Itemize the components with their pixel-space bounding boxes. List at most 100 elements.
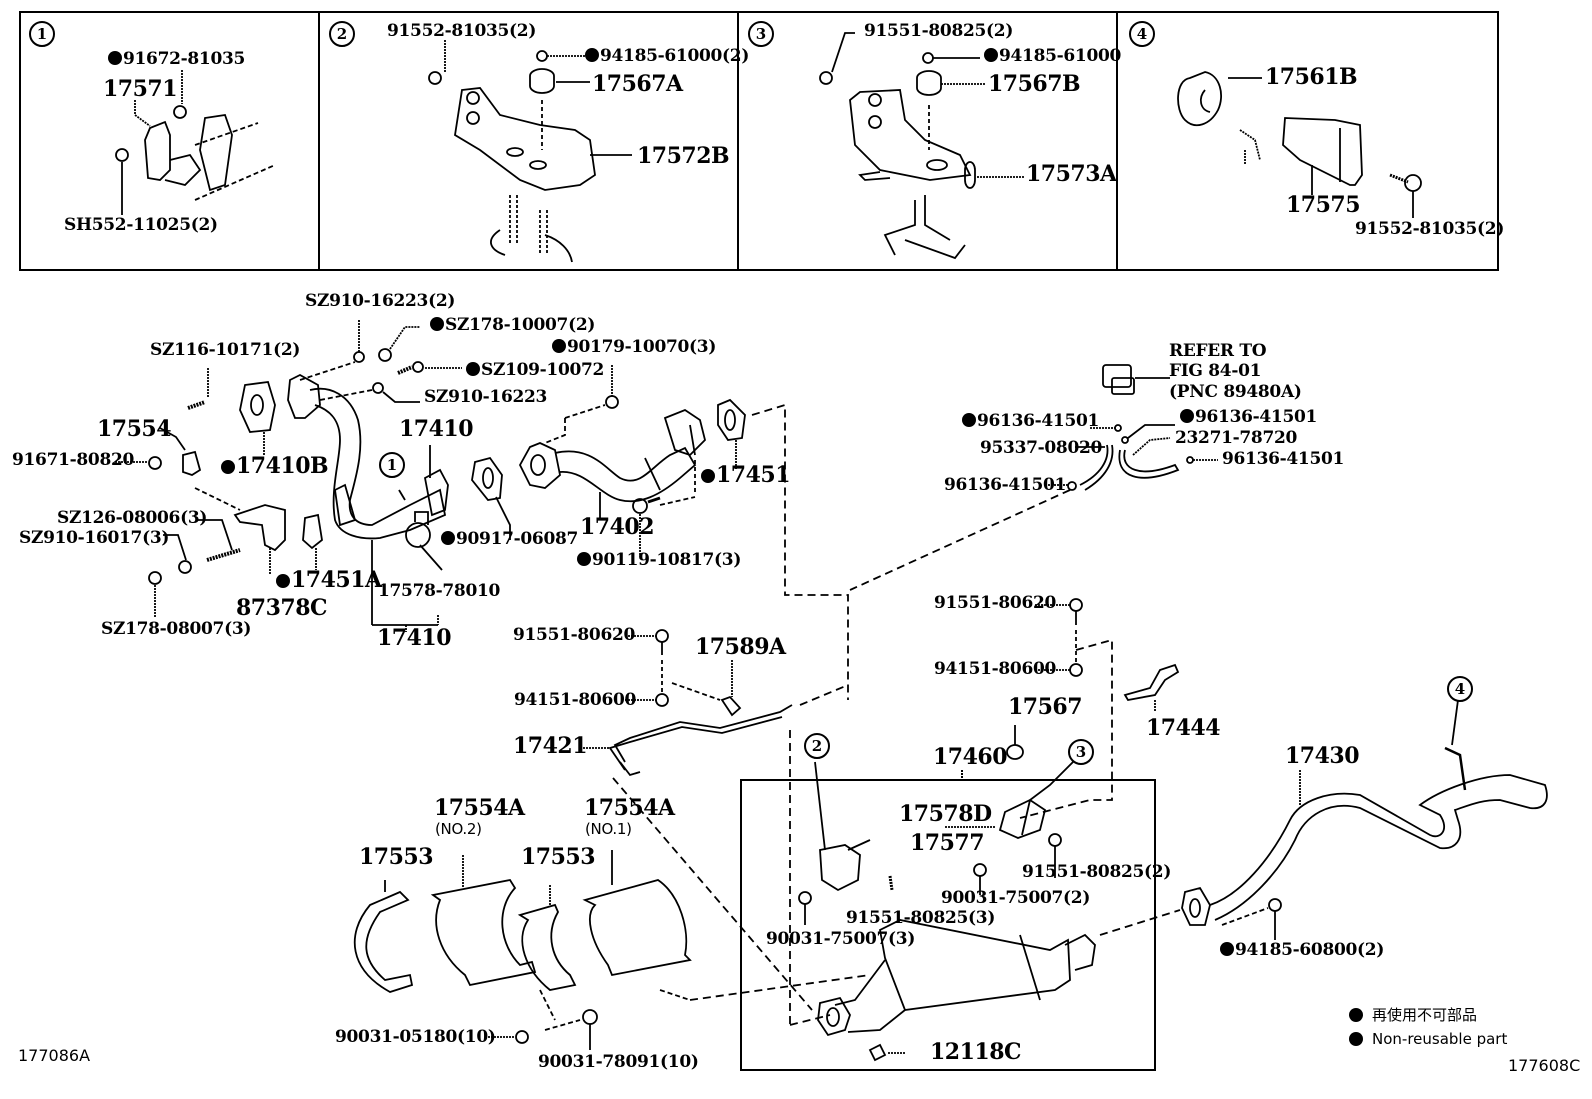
part-label-17444[interactable]: 17444	[1146, 715, 1221, 741]
inset-1-number: 1	[29, 21, 55, 47]
part-label-94151-80600-b[interactable]: 94151-80600	[934, 659, 1057, 679]
part-label-90917-06087[interactable]: 90917-06087	[441, 530, 578, 548]
inset-3-number: 3	[748, 21, 774, 47]
part-label-sz178-08007[interactable]: SZ178-08007(3)	[101, 619, 252, 639]
part-label-17554a-no2[interactable]: 17554A	[434, 795, 525, 821]
part-label-91552-81035-b[interactable]: 91552-81035(2)	[1355, 219, 1505, 239]
legend-japanese-text: 再使用不可部品	[1372, 1006, 1478, 1024]
converter-17460-drawing	[612, 730, 1181, 1071]
part-label-12118c[interactable]: 12118C	[930, 1039, 1022, 1065]
part-label-94185-61000-2[interactable]: 94185-61000(2)	[585, 47, 749, 65]
part-label-17451a[interactable]: 17451A	[276, 569, 382, 591]
part-label-96136-41501-a[interactable]: 96136-41501	[962, 412, 1099, 430]
legend-english-text: Non-reusable part	[1372, 1030, 1508, 1048]
inset-2-number: 2	[329, 21, 355, 47]
part-label-17589a[interactable]: 17589A	[695, 634, 786, 660]
callout-1[interactable]: 1	[379, 452, 405, 478]
hanger-17561b-drawing	[1177, 71, 1422, 218]
part-label-23271-78720[interactable]: 23271-78720	[1175, 428, 1298, 448]
part-label-90031-78091[interactable]: 90031-78091(10)	[538, 1052, 699, 1072]
part-label-sz910-16017[interactable]: SZ910-16017(3)	[19, 528, 170, 548]
bracket-17572b-drawing	[428, 40, 632, 263]
part-label-17554a-no2-sub: (NO.2)	[435, 820, 482, 838]
inset-4-number: 4	[1129, 21, 1155, 47]
sensor-hose-drawing	[849, 364, 1218, 591]
part-label-87378c[interactable]: 87378C	[236, 595, 328, 621]
part-label-sz126-08006[interactable]: SZ126-08006(3)	[57, 508, 208, 528]
bracket-17444-drawing	[1006, 598, 1180, 819]
part-label-sz116-10171[interactable]: SZ116-10171(2)	[150, 340, 301, 360]
part-label-90119-10817[interactable]: 90119-10817(3)	[577, 551, 741, 569]
part-label-91551-80825-2[interactable]: 91551-80825(2)	[1022, 862, 1172, 882]
part-label-17578-78010[interactable]: 17578-78010	[378, 581, 501, 601]
part-label-90031-75007-2[interactable]: 90031-75007(2)	[941, 888, 1091, 908]
part-label-95337-08020[interactable]: 95337-08020	[980, 438, 1103, 458]
part-label-17578d[interactable]: 17578D	[899, 801, 992, 827]
part-label-17567b[interactable]: 17567B	[988, 71, 1081, 97]
front-pipe-17410-drawing	[115, 320, 511, 632]
tailpipe-17430-drawing	[1181, 699, 1548, 940]
part-label-94185-60800[interactable]: 94185-60800(2)	[1220, 941, 1384, 959]
part-label-17553-a[interactable]: 17553	[359, 844, 434, 870]
pipe-17421-drawing	[580, 629, 849, 777]
part-label-17561b[interactable]: 17561B	[1265, 64, 1358, 90]
part-label-17567a[interactable]: 17567A	[592, 71, 683, 97]
part-label-90031-75007-3[interactable]: 90031-75007(3)	[766, 929, 916, 949]
part-label-17554a-no1-sub: (NO.1)	[585, 820, 632, 838]
part-label-94185-61000[interactable]: 94185-61000	[984, 47, 1121, 65]
callout-2[interactable]: 2	[804, 733, 830, 759]
refer-note-line1: REFER TO	[1169, 341, 1267, 361]
part-label-90031-05180[interactable]: 90031-05180(10)	[335, 1027, 496, 1047]
part-label-90179-10070[interactable]: 90179-10070(3)	[552, 338, 716, 356]
part-label-94151-80600-a[interactable]: 94151-80600	[514, 690, 637, 710]
part-label-17554[interactable]: 17554	[97, 416, 172, 442]
bracket-17573a-drawing	[819, 32, 1024, 260]
part-label-91672-81035[interactable]: 91672-81035	[108, 50, 245, 68]
figure-code-left: 177086A	[18, 1046, 91, 1065]
part-label-17460[interactable]: 17460	[933, 744, 1008, 770]
part-label-91551-80620-b[interactable]: 91551-80620	[934, 593, 1057, 613]
part-label-17577[interactable]: 17577	[910, 830, 985, 856]
part-label-96136-41501-d[interactable]: 96136-41501	[944, 475, 1067, 495]
part-label-17575[interactable]: 17575	[1286, 192, 1361, 218]
non-reusable-bullet-icon	[1349, 1008, 1363, 1022]
inset-frame	[19, 11, 1499, 271]
figure-code-right: 177608C	[1508, 1056, 1581, 1075]
part-label-sz109-10072[interactable]: SZ109-10072	[466, 361, 604, 379]
part-label-17402[interactable]: 17402	[580, 514, 655, 540]
part-label-17567[interactable]: 17567	[1008, 694, 1083, 720]
part-label-17572b[interactable]: 17572B	[637, 143, 730, 169]
callout-4[interactable]: 4	[1447, 676, 1473, 702]
part-label-17571[interactable]: 17571	[103, 76, 178, 102]
part-label-91551-80825[interactable]: 91551-80825(2)	[864, 21, 1014, 41]
part-label-17410b[interactable]: 17410B	[221, 455, 329, 477]
part-label-sh552-11025[interactable]: SH552-11025(2)	[64, 215, 218, 235]
refer-note-line2[interactable]: FIG 84-01	[1169, 361, 1262, 381]
part-label-sz178-10007[interactable]: SZ178-10007(2)	[430, 316, 595, 334]
part-label-91552-81035[interactable]: 91552-81035(2)	[387, 21, 537, 41]
part-label-96136-41501-b[interactable]: 96136-41501	[1180, 408, 1317, 426]
bracket-17571-drawing	[115, 70, 276, 215]
part-label-96136-41501-c[interactable]: 96136-41501	[1222, 449, 1345, 469]
part-label-17421[interactable]: 17421	[513, 733, 588, 759]
non-reusable-bullet-icon	[1349, 1032, 1363, 1046]
part-label-sz910-16223-2[interactable]: SZ910-16223(2)	[305, 291, 456, 311]
part-label-17430[interactable]: 17430	[1285, 743, 1360, 769]
retainers-17553-drawing	[353, 850, 692, 1050]
part-label-17573a[interactable]: 17573A	[1026, 161, 1117, 187]
legend-japanese: 再使用不可部品	[1349, 1004, 1477, 1025]
part-label-17410-top[interactable]: 17410	[399, 416, 474, 442]
part-label-91551-80825-3[interactable]: 91551-80825(3)	[846, 908, 996, 928]
part-label-17554a-no1[interactable]: 17554A	[584, 795, 675, 821]
part-label-17451[interactable]: 17451	[701, 464, 791, 486]
part-label-17553-b[interactable]: 17553	[521, 844, 596, 870]
part-label-17410-bottom[interactable]: 17410	[377, 625, 452, 651]
callout-3[interactable]: 3	[1068, 739, 1094, 765]
legend-english: Non-reusable part	[1349, 1030, 1507, 1048]
refer-note-line3: (PNC 89480A)	[1169, 382, 1302, 402]
part-label-91671-80820[interactable]: 91671-80820	[12, 450, 135, 470]
part-label-sz910-16223[interactable]: SZ910-16223	[424, 387, 548, 407]
part-label-91551-80620-a[interactable]: 91551-80620	[513, 625, 636, 645]
